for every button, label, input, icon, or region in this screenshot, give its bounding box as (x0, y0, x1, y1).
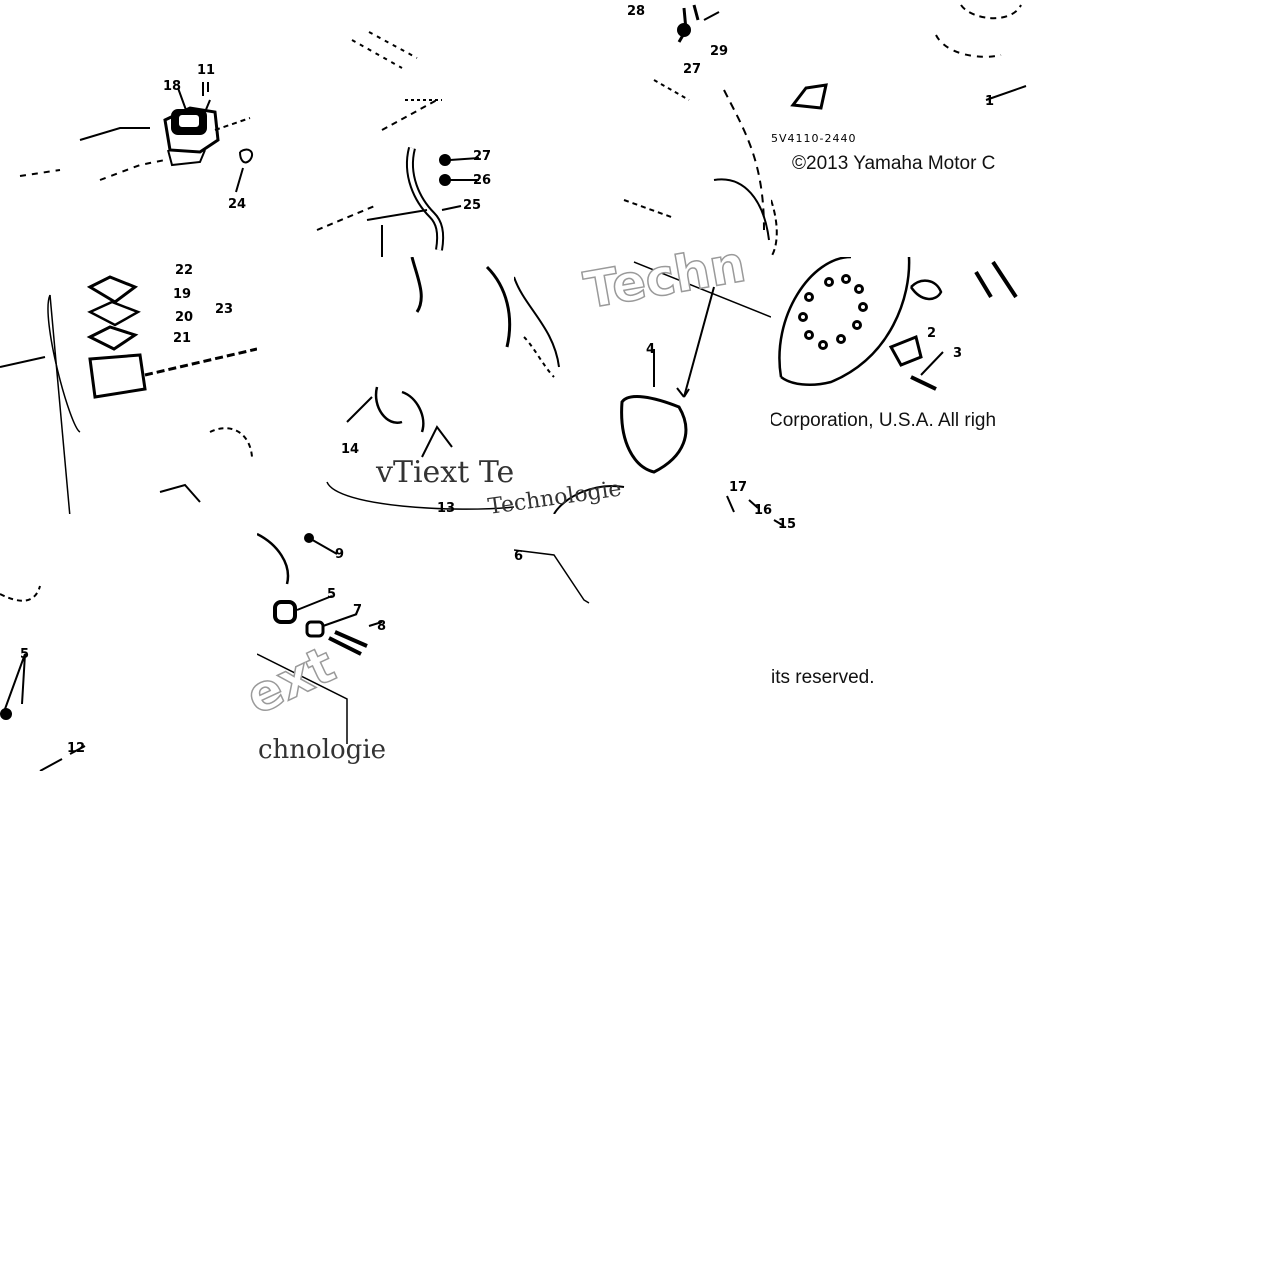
lower-left-drawing (0, 585, 86, 771)
diagram-tile-lower-middle: 17 16 15 6 (514, 460, 814, 610)
caliper-drawing (514, 261, 771, 514)
diagram-tile-master-cylinder: 18 11 24 (0, 0, 257, 257)
diagram-tile-reservoir: 22 19 20 21 23 (0, 257, 257, 514)
watermark-chnologie: chnologie (258, 735, 387, 765)
master-cylinder-drawing (19, 82, 254, 193)
diagram-tile-lower-left: 5 12 (0, 514, 257, 771)
callout-17: 17 (729, 480, 748, 495)
diagram-tile-caliper: 4 (514, 257, 771, 514)
callout-5: 5 (327, 587, 337, 602)
callout-11: 11 (197, 63, 216, 78)
callout-8: 8 (377, 619, 387, 634)
callout-28: 28 (627, 4, 646, 19)
callout-23: 23 (215, 302, 234, 317)
brake-hose-drawing (316, 31, 480, 257)
watermark-vitext: vTiext Te (376, 455, 515, 490)
bracket-drawing (771, 4, 1027, 257)
copyright-line-1: ©2013 Yamaha Motor C (792, 153, 996, 174)
callout-5-left: 5 (20, 647, 30, 662)
callout-27-upper: 27 (473, 149, 492, 164)
caliper-parts-drawing (326, 257, 514, 510)
callout-14: 14 (341, 442, 360, 457)
callout-29: 29 (710, 44, 729, 59)
callout-6: 6 (514, 549, 524, 564)
callout-3: 3 (953, 346, 963, 361)
callout-13: 13 (437, 501, 456, 514)
diagram-tile-pad-pins: 9 5 7 8 (257, 514, 397, 771)
callout-15: 15 (778, 517, 797, 532)
callout-20: 20 (175, 310, 194, 325)
callout-16: 16 (754, 503, 773, 518)
callout-26: 26 (473, 173, 492, 188)
diagram-tile-brake-hose: 27 26 25 (257, 0, 514, 257)
copyright-line-3: its reserved. (771, 667, 875, 688)
brake-disc-drawing (778, 257, 1018, 391)
copyright-line-2: Corporation, U.S.A. All righ (771, 410, 997, 431)
callout-19: 19 (173, 287, 192, 302)
diagram-tile-bracket: 5V4110-2440 ©2013 Yamaha Motor C (771, 0, 1028, 257)
callout-2: 2 (927, 326, 937, 341)
callout-7: 7 (353, 603, 363, 618)
diagram-tile-brake-disc: 2 3 Corporation, U.S.A. All righ (771, 257, 1028, 514)
callout-22: 22 (175, 263, 194, 278)
drawing-number: 5V4110-2440 (771, 132, 857, 145)
callout-1: 1 (985, 94, 995, 109)
callout-12: 12 (67, 741, 86, 756)
callout-9: 9 (335, 547, 345, 562)
callout-24: 24 (228, 197, 247, 212)
reservoir-drawing (0, 275, 257, 514)
callout-4: 4 (646, 342, 656, 357)
callout-25: 25 (463, 198, 482, 213)
union-bolt-drawing (623, 4, 770, 241)
diagram-tile-caliper-parts: 14 13 (257, 257, 514, 514)
callout-21: 21 (173, 331, 192, 346)
callout-18: 18 (163, 79, 182, 94)
pad-pins-drawing (257, 532, 383, 744)
callout-27-lower: 27 (683, 62, 702, 77)
lower-middle-drawing (514, 495, 785, 604)
diagram-tile-union-bolt: 28 29 27 (514, 0, 771, 257)
